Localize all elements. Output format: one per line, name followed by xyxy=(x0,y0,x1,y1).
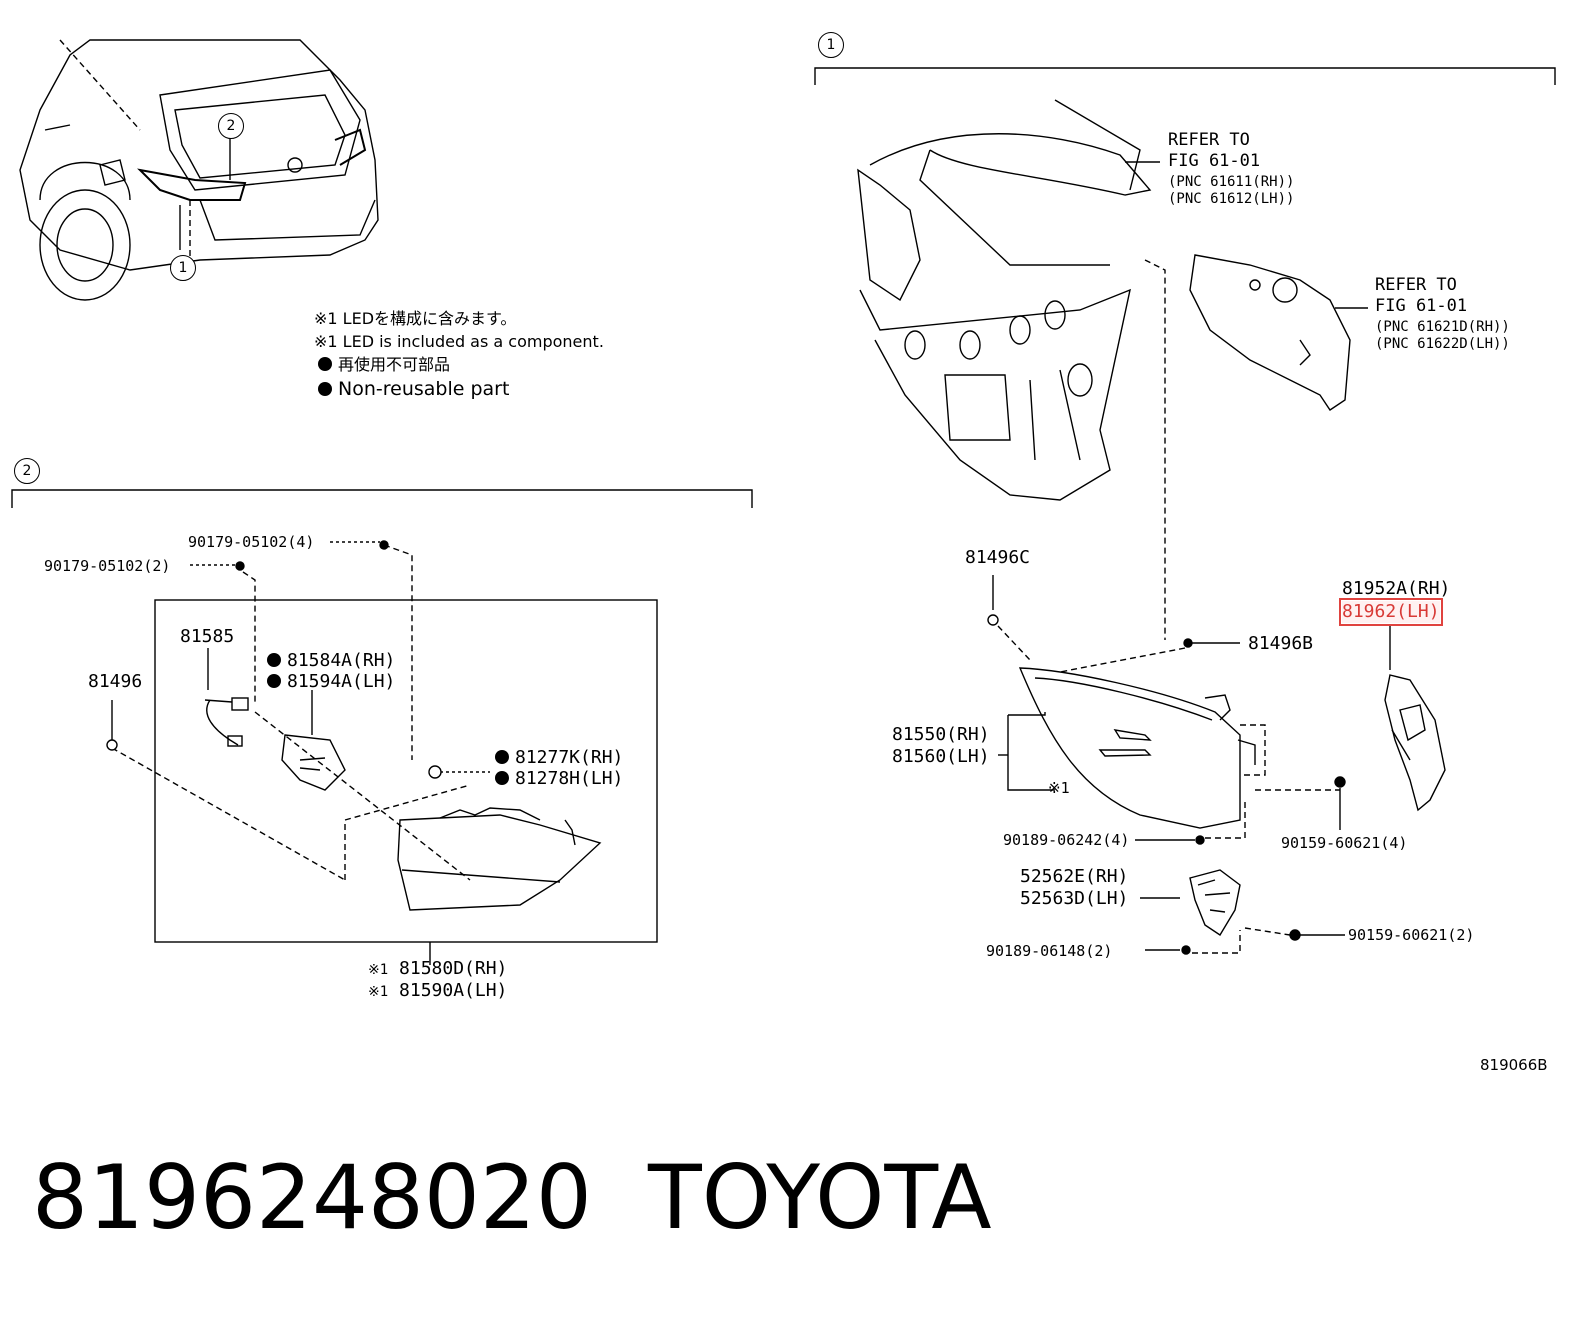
led-mark: ※1 xyxy=(368,984,389,1000)
nonreusable-en-text: Non-reusable part xyxy=(338,378,510,400)
part-label-text: 81584A(RH) xyxy=(287,650,396,671)
part-label-52563D[interactable]: 52563D(LH) xyxy=(1020,888,1129,909)
part-label-text: 81594A(LH) xyxy=(287,671,396,692)
part-label-90189-2[interactable]: 90189-06148(2) xyxy=(986,942,1113,960)
part-label-81496B[interactable]: 81496B xyxy=(1248,633,1314,654)
refer-line: FIG 61-01 xyxy=(1168,151,1261,171)
nonreusable-dot-icon xyxy=(267,653,281,667)
part-label-text: 81590A(LH) xyxy=(399,980,508,1001)
part-label-90159-2[interactable]: 90159-60621(2) xyxy=(1348,926,1475,944)
part-label-81585[interactable]: 81585 xyxy=(180,626,235,647)
refer-line: REFER TO xyxy=(1375,275,1457,295)
refer-line: FIG 61-01 xyxy=(1375,296,1468,316)
led-mark: ※1 xyxy=(368,962,389,978)
part-label-81496[interactable]: 81496 xyxy=(88,671,143,692)
part-label-81962-highlighted[interactable]: 81962(LH) xyxy=(1339,598,1443,626)
part-label-90159-4[interactable]: 90159-60621(4) xyxy=(1281,834,1408,852)
nonreusable-dot-icon xyxy=(318,357,332,371)
nonreusable-dot-icon xyxy=(495,750,509,764)
part-label-81590A[interactable]: ※1 81590A(LH) xyxy=(368,980,507,1003)
part-label-81550[interactable]: 81550(RH) xyxy=(892,724,990,745)
refer-pnc-61611: (PNC 61611(RH)) (PNC 61612(LH)) xyxy=(1168,174,1294,208)
refer-to-61611: REFER TO FIG 61-01 xyxy=(1168,130,1260,172)
nonreusable-dot-icon xyxy=(495,771,509,785)
part-label-81580D[interactable]: ※1 81580D(RH) xyxy=(368,958,507,981)
part-label-text: 81277K(RH) xyxy=(515,747,624,768)
refer-line: (PNC 61611(RH)) xyxy=(1168,174,1295,190)
part-label-52562E[interactable]: 52562E(RH) xyxy=(1020,866,1129,887)
nonreusable-dot-icon xyxy=(267,674,281,688)
part-label-81594A[interactable]: 81594A(LH) xyxy=(267,671,395,693)
vehicle-rear-illustration xyxy=(19,39,379,301)
led-note-en: ※1 LED is included as a component. xyxy=(314,332,604,351)
part-label-90189-4[interactable]: 90189-06242(4) xyxy=(1003,831,1130,849)
callout-1-section: 1 xyxy=(818,32,844,58)
led-mark-81550: ※1 xyxy=(1048,779,1070,797)
refer-pnc-61621: (PNC 61621D(RH)) (PNC 61622D(LH)) xyxy=(1375,319,1510,353)
nonreusable-dot-icon xyxy=(318,382,332,396)
led-note-jp: ※1 LEDを構成に含みます。 xyxy=(314,309,517,328)
part-label-90179-4[interactable]: 90179-05102(4) xyxy=(188,533,315,551)
footer-brand: TOYOTA xyxy=(648,1146,992,1249)
part-label-81560[interactable]: 81560(LH) xyxy=(892,746,990,767)
part-label-81277K[interactable]: 81277K(RH) xyxy=(495,747,623,769)
nonreusable-jp-text: 再使用不可部品 xyxy=(338,355,451,374)
diagram-code: 819066B xyxy=(1480,1056,1548,1074)
refer-to-61621: REFER TO FIG 61-01 xyxy=(1375,275,1467,317)
part-label-81584A[interactable]: 81584A(RH) xyxy=(267,650,395,672)
refer-line: (PNC 61621D(RH)) xyxy=(1375,319,1510,335)
refer-line: (PNC 61622D(LH)) xyxy=(1375,336,1510,352)
callout-2-section: 2 xyxy=(14,458,40,484)
part-label-90179-2[interactable]: 90179-05102(2) xyxy=(44,557,171,575)
nonreusable-note-en: Non-reusable part xyxy=(318,379,509,399)
callout-1-vehicle: 1 xyxy=(170,255,196,281)
part-label-text: 81278H(LH) xyxy=(515,768,624,789)
nonreusable-note-jp: 再使用不可部品 xyxy=(318,355,450,375)
refer-line: REFER TO xyxy=(1168,130,1250,150)
refer-line: (PNC 61612(LH)) xyxy=(1168,191,1295,207)
callout-2-vehicle: 2 xyxy=(218,113,244,139)
part-label-81496C[interactable]: 81496C xyxy=(965,547,1031,568)
part-label-81278H[interactable]: 81278H(LH) xyxy=(495,768,623,790)
part-label-81952A[interactable]: 81952A(RH) xyxy=(1342,578,1451,599)
part-label-text: 81580D(RH) xyxy=(399,958,508,979)
footer-part-number: 8196248020 xyxy=(32,1146,592,1249)
